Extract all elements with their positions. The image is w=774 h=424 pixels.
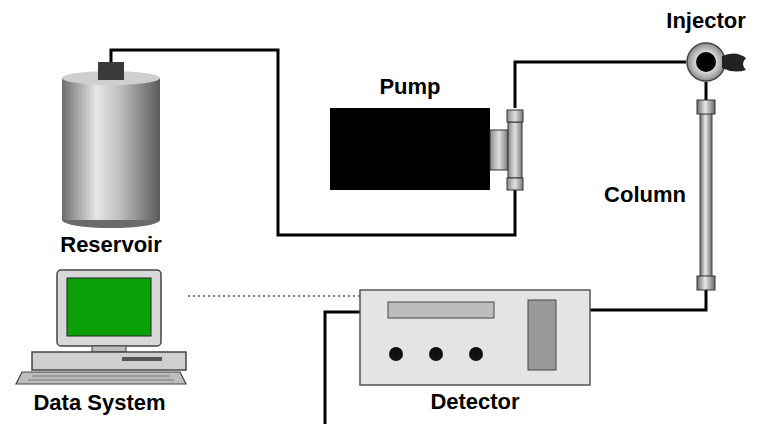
tubing-line	[706, 82, 707, 100]
connector-path	[187, 295, 360, 297]
node-illustration	[686, 42, 726, 82]
component-label: Reservoir	[60, 232, 162, 258]
injector-valve: Injector	[686, 42, 726, 82]
pump-unit: Pump	[330, 108, 520, 190]
column-tube: Column	[696, 100, 716, 290]
outlet-line	[325, 312, 360, 424]
node-illustration	[696, 100, 716, 290]
tubing-line	[111, 50, 515, 235]
connector-path	[111, 50, 515, 235]
detector-unit: Detector	[360, 290, 590, 385]
data-system-computer: Data System	[12, 268, 187, 386]
connector-path	[705, 82, 708, 100]
node-illustration	[62, 62, 160, 228]
component-label: Column	[604, 182, 686, 208]
node-illustration	[360, 290, 590, 385]
component-label: Data System	[33, 390, 165, 416]
node-illustration	[12, 268, 187, 386]
tubing-line	[590, 290, 706, 310]
node-illustration	[330, 108, 520, 190]
component-label: Detector	[430, 389, 519, 415]
reservoir-tank: Reservoir	[62, 62, 160, 228]
connector-path	[590, 290, 706, 310]
signal-cable	[187, 296, 360, 297]
component-label: Pump	[379, 74, 440, 100]
tubing-line	[515, 62, 686, 108]
component-label: Injector	[666, 8, 745, 34]
connector-path	[515, 62, 686, 108]
